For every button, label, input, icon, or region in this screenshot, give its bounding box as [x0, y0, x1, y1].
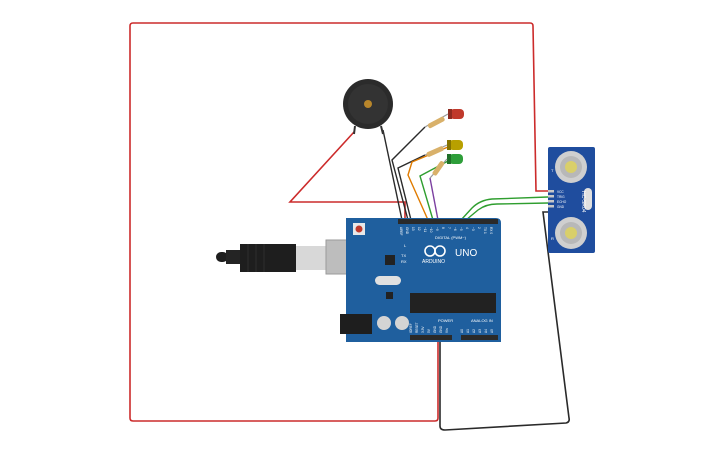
sensor-pin-label: TRIG [557, 195, 565, 199]
pin-label: 12 [417, 227, 421, 231]
pin-label: 4 [465, 227, 469, 229]
sensor-pin-label: VCC [557, 190, 564, 194]
black-wire-gnd[interactable] [439, 211, 570, 431]
pin-label: A4 [484, 329, 488, 333]
pin-label: TX 1 [483, 227, 487, 234]
sensor-pin[interactable] [548, 195, 554, 198]
resistor-1[interactable] [427, 116, 445, 129]
sensor-right-label: R [551, 236, 554, 241]
power-label: POWER [438, 318, 453, 323]
arduino-uno-board[interactable]: ARDUINO UNO DIGITAL (PWM~) POWER ANALOG … [340, 218, 501, 342]
pin-label: RX 0 [489, 227, 493, 234]
resistor-2[interactable] [426, 146, 444, 158]
pin-label: GND [439, 325, 443, 333]
small-chip [386, 292, 393, 299]
led-yellow[interactable] [424, 140, 463, 158]
pin-label: A2 [472, 329, 476, 333]
atmega-chip [410, 293, 496, 313]
black-wire-led1[interactable] [391, 126, 426, 221]
sensor-pin-label: ECHO [557, 200, 567, 204]
analog-header[interactable] [461, 335, 498, 340]
power-jack[interactable] [340, 314, 372, 334]
black-wire-led2[interactable] [397, 154, 426, 221]
capacitor-2 [395, 316, 409, 330]
sensor-left-label: T [551, 168, 554, 173]
board-brand: ARDUINO [422, 259, 445, 265]
pin-label: 3.3V [421, 326, 425, 333]
orange-wire[interactable] [407, 146, 449, 221]
pin-label: GND [433, 325, 437, 333]
black-wire-buzzer[interactable] [382, 129, 403, 221]
sensor-pin[interactable] [548, 190, 554, 193]
usb-cable[interactable] [216, 239, 369, 275]
pin-label: 5V [427, 328, 431, 333]
green-wire-trig[interactable] [460, 196, 549, 221]
pin-label: A5 [490, 329, 494, 333]
led-label-rx: RX [401, 259, 407, 264]
purple-wire[interactable] [429, 177, 439, 221]
analog-label: ANALOG IN [471, 318, 493, 323]
piezo-buzzer[interactable] [343, 79, 393, 135]
digital-header[interactable] [398, 219, 498, 224]
pin-label: 7 [447, 227, 451, 229]
pin-label: 8 [441, 227, 445, 229]
pin-label: A3 [478, 329, 482, 333]
pin-label: A1 [466, 329, 470, 333]
led-red[interactable] [424, 109, 464, 129]
pin-label: Vin [445, 328, 449, 333]
pin-label: ~10 [429, 227, 433, 233]
capacitor-1 [377, 316, 391, 330]
crystal [375, 276, 401, 285]
pin-label: 2 [477, 227, 481, 229]
pin-label: RESET [415, 322, 419, 333]
pin-label: IOREF [409, 323, 413, 333]
green-wire-echo[interactable] [465, 202, 549, 221]
power-header[interactable] [410, 335, 452, 340]
sensor-pin[interactable] [548, 200, 554, 203]
pin-label: ~6 [453, 227, 457, 231]
pin-label: A0 [460, 329, 464, 333]
sensor-pin-label: GND [557, 205, 565, 209]
led-green[interactable] [429, 154, 463, 179]
resistor-3[interactable] [432, 160, 445, 176]
pin-label: ~3 [471, 227, 475, 231]
led-label-tx: TX [401, 253, 406, 258]
red-wire-buzzer[interactable] [288, 131, 406, 220]
digital-header-label: DIGITAL (PWM~) [435, 235, 467, 240]
board-model: UNO [455, 248, 477, 259]
led-label-l: L [404, 243, 407, 248]
pin-label: AREF [399, 227, 403, 236]
pin-label: GND [405, 227, 409, 235]
sensor-crystal [584, 188, 592, 210]
sensor-pin[interactable] [548, 205, 554, 208]
pin-label: 13 [411, 227, 415, 231]
red-wire-loop[interactable] [129, 22, 548, 422]
pin-label: ~11 [423, 227, 427, 232]
usb-chip [385, 255, 395, 265]
sensor-model: HC-SR04 [580, 191, 586, 213]
pin-label: ~9 [435, 227, 439, 231]
pin-label: ~5 [459, 227, 463, 231]
wires [129, 22, 570, 431]
